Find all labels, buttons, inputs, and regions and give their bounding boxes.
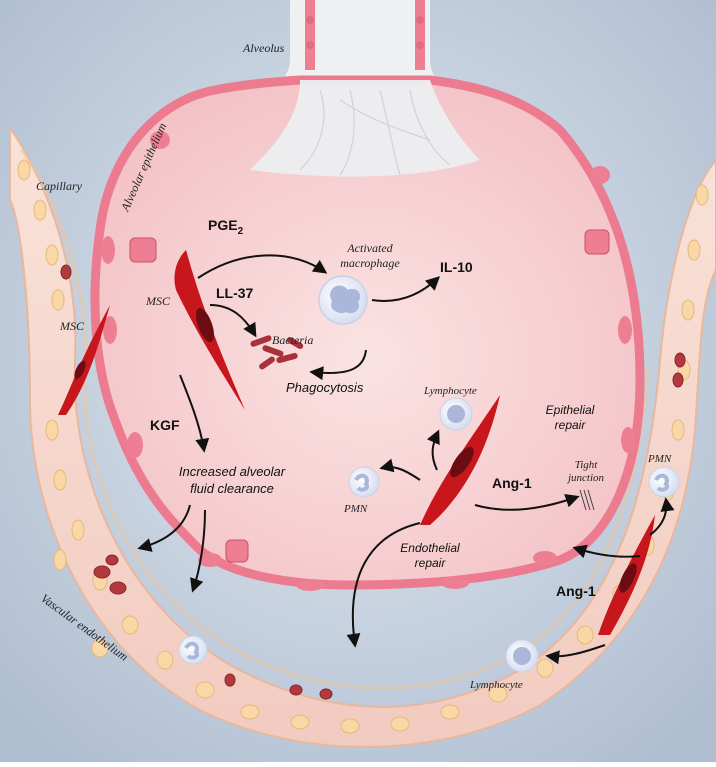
label-msc-center: MSC: [145, 294, 171, 308]
label-msc-left: MSC: [59, 319, 85, 333]
label-epithelial-repair-1: Epithelial: [546, 403, 595, 417]
label-endothelial-repair-2: repair: [415, 556, 447, 570]
label-endothelial-repair-1: Endothelial: [400, 541, 460, 555]
alveolus: [95, 80, 640, 591]
label-pge2-sub: 2: [238, 226, 244, 237]
label-ll37: LL-37: [216, 285, 254, 301]
label-pmn-center: PMN: [343, 503, 368, 515]
label-alveolus: Alveolus: [242, 41, 285, 55]
label-lymphocyte-bottom: Lymphocyte: [469, 679, 523, 691]
label-ang1-right: Ang-1: [556, 583, 596, 599]
label-activated-macrophage-1: Activated: [346, 241, 393, 255]
pmn-right-cell: [649, 467, 679, 497]
pmn-capillary-cell: [179, 636, 207, 664]
lymphocyte-top-cell: [440, 398, 472, 430]
label-bacteria: Bacteria: [272, 333, 313, 347]
label-tight-junction-1: Tight: [575, 459, 599, 471]
label-pmn-right: PMN: [647, 453, 672, 465]
label-tight-junction-2: junction: [566, 472, 605, 484]
label-ang1-center: Ang-1: [492, 475, 532, 491]
pmn-center-cell: [349, 467, 379, 497]
label-il10: IL-10: [440, 259, 473, 275]
label-lymphocyte-top: Lymphocyte: [423, 385, 477, 397]
label-fluid-clearance-1: Increased alveolar: [179, 464, 286, 479]
label-activated-macrophage-2: macrophage: [340, 256, 400, 270]
label-capillary: Capillary: [36, 179, 83, 193]
label-epithelial-repair-2: repair: [555, 418, 587, 432]
lymphocyte-bottom-cell: [506, 640, 538, 672]
activated-macrophage-cell: [319, 276, 367, 324]
label-phagocytosis: Phagocytosis: [286, 380, 364, 395]
label-kgf: KGF: [150, 417, 180, 433]
label-pge2-main: PGE: [208, 217, 238, 233]
label-fluid-clearance-2: fluid clearance: [190, 481, 274, 496]
